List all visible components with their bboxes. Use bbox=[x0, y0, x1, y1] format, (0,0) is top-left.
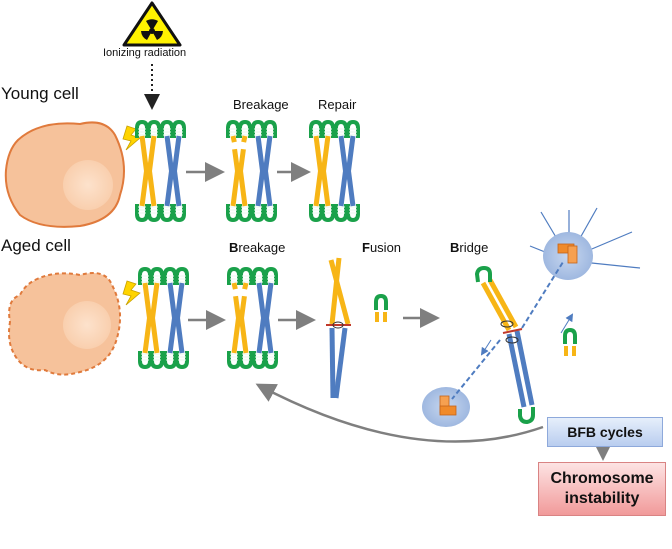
bfb-fusion-label: Fusion bbox=[362, 240, 401, 255]
chromosome-blue bbox=[252, 266, 278, 370]
centrosome-icon bbox=[543, 232, 593, 280]
chromosome-yellow bbox=[227, 266, 253, 370]
spindle-pull-top bbox=[521, 261, 564, 329]
young-cell bbox=[4, 121, 125, 228]
chromosome-yellow bbox=[138, 266, 164, 370]
bfb-cycles-box: BFB cycles bbox=[547, 417, 663, 447]
bfb-bridge-label: Bridge bbox=[450, 240, 488, 255]
bridge-chromosome bbox=[474, 265, 535, 425]
bfb-breakage-initial: B bbox=[229, 240, 239, 255]
pull-arrow-bottom bbox=[480, 339, 492, 356]
centrosome-icon bbox=[422, 387, 470, 427]
chromosome-instability-line2: instability bbox=[564, 490, 640, 507]
bfb-breakage-label: Breakage bbox=[229, 240, 285, 255]
chromosome-instability-line1: Chromosome bbox=[550, 470, 654, 487]
bfb-breakage-rest: reakage bbox=[238, 240, 286, 255]
chromosome-blue bbox=[251, 119, 277, 223]
chromosome-instability-box: Chromosome instability bbox=[538, 462, 666, 516]
chromosome-blue bbox=[163, 266, 189, 370]
ionizing-radiation-label: Ionizing radiation bbox=[103, 47, 187, 59]
acentric-fragment bbox=[563, 327, 577, 356]
chromosome-blue bbox=[334, 119, 360, 223]
fused-chromosome bbox=[326, 257, 351, 399]
chromosome-blue bbox=[160, 119, 186, 223]
spindle-pull-bottom bbox=[451, 339, 501, 400]
chromosome-yellow bbox=[226, 119, 252, 223]
bfb-cycles-label: BFB cycles bbox=[567, 424, 643, 440]
repair-label: Repair bbox=[318, 97, 357, 112]
aged-cell bbox=[8, 272, 122, 376]
pull-arrow-top bbox=[560, 313, 574, 334]
lightning-bolt-icon bbox=[122, 280, 141, 306]
bfb-fusion-rest: usion bbox=[369, 240, 402, 255]
breakage-label: Breakage bbox=[233, 97, 289, 112]
bfb-bridge-initial: B bbox=[450, 240, 460, 255]
radiation-hazard-icon bbox=[122, 1, 182, 47]
bfb-bridge-rest: ridge bbox=[459, 240, 489, 255]
young-cell-label: Young cell bbox=[1, 84, 79, 103]
acentric-fragment bbox=[374, 293, 388, 322]
chromosome-yellow bbox=[135, 119, 161, 223]
bfb-fusion-initial: F bbox=[362, 240, 370, 255]
aged-cell-label: Aged cell bbox=[1, 236, 71, 255]
bfb-cycle-return-arrow bbox=[255, 383, 544, 443]
chromosome-yellow bbox=[309, 119, 335, 223]
